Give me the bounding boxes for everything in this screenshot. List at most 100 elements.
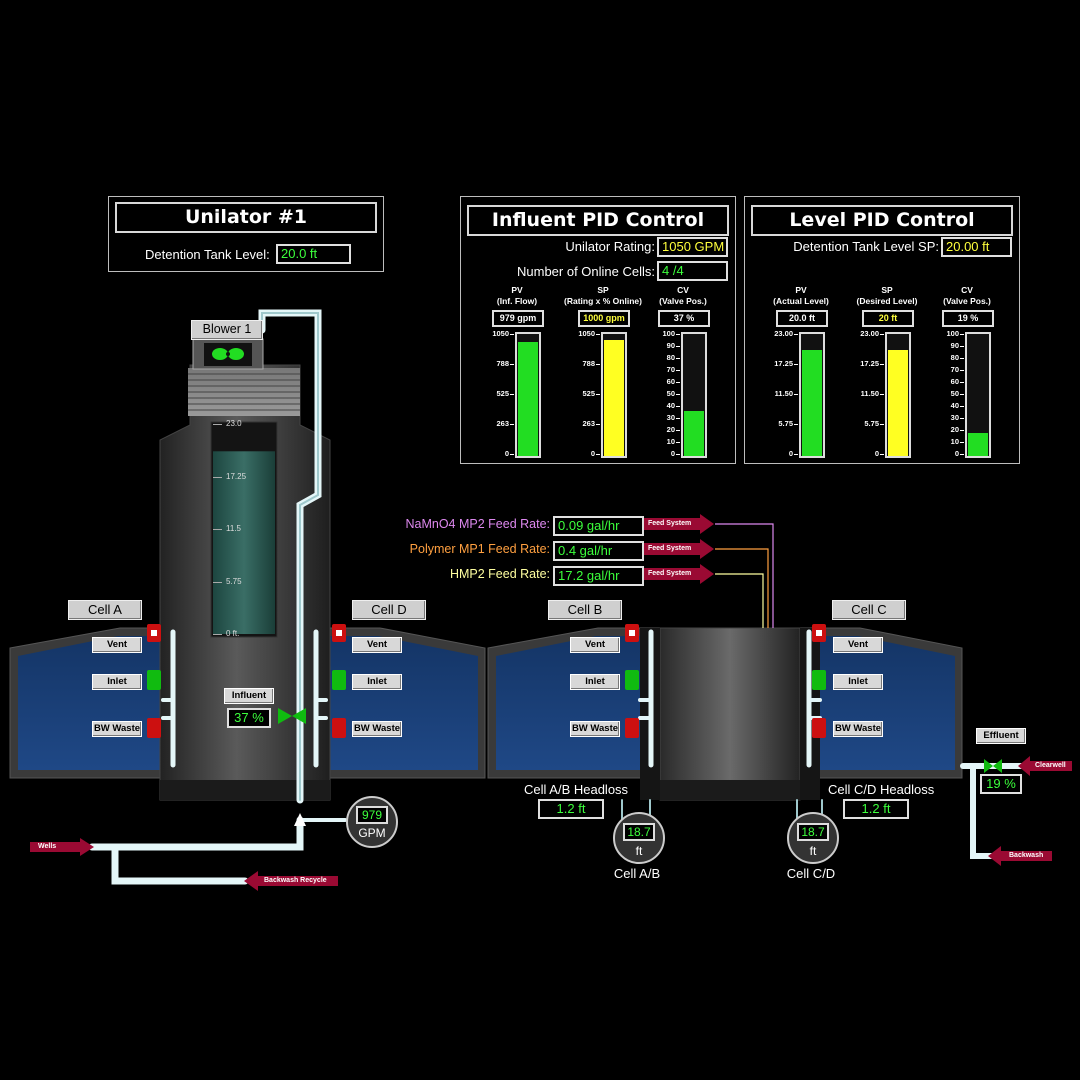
bar-tick-label: 11.50 — [774, 389, 793, 398]
bar-tick — [510, 394, 514, 395]
bar-tick — [880, 364, 884, 365]
bar-subheader-2: (Valve Pos.) — [659, 296, 707, 306]
feed-lines — [715, 523, 774, 628]
tank-scale-tick — [213, 424, 222, 425]
feed-system-tag-1[interactable]: Feed System — [648, 545, 692, 552]
cell-d-inlet-button[interactable]: Inlet — [352, 674, 402, 690]
right-basin — [487, 627, 963, 801]
feed-rate-label-2: HMP2 Feed Rate: — [449, 567, 550, 581]
bar-tick-label: 1050 — [492, 329, 509, 338]
bar-tick-label: 50 — [950, 389, 959, 398]
bar-value-2: 19 % — [942, 310, 994, 327]
feed-rate-value-1: 0.4 gal/hr — [553, 541, 644, 561]
influent-button[interactable]: Influent — [224, 688, 274, 704]
bar-tick-label: 100 — [946, 329, 959, 338]
bar-tick — [676, 454, 680, 455]
bar-tick — [510, 334, 514, 335]
bar-track-0 — [515, 332, 541, 458]
bar-tick — [960, 346, 964, 347]
cell-a-inlet-button[interactable]: Inlet — [92, 674, 142, 690]
bar-tick-label: 0 — [504, 449, 509, 458]
bar-tick — [794, 424, 798, 425]
level-pid-title: Level PID Control — [751, 205, 1013, 236]
bar-tick-label: 5.75 — [778, 419, 793, 428]
bar-tick — [880, 424, 884, 425]
tank-scale-tick — [213, 476, 222, 478]
bar-value-1: 1000 gpm — [578, 310, 630, 327]
cell-c-button[interactable]: Cell C — [832, 600, 906, 620]
cell-level-value-0: 18.7 — [623, 823, 655, 841]
cell-level-label-0: Cell A/B — [613, 866, 661, 881]
cell-b-button[interactable]: Cell B — [548, 600, 622, 620]
bar-tick — [676, 406, 680, 407]
cell-b-inlet-button[interactable]: Inlet — [570, 674, 620, 690]
cell-d-bw-waste-button[interactable]: BW Waste — [352, 721, 402, 737]
bar-tick — [960, 442, 964, 443]
bar-subheader-0: (Actual Level) — [773, 296, 829, 306]
unilator-rating-label: Unilator Rating: — [565, 239, 655, 254]
bar-tick — [676, 334, 680, 335]
level-pid-panel: Level PID Control Detention Tank Level S… — [744, 196, 1020, 464]
fan-icon — [212, 348, 244, 360]
bar-tick-label: 17.25 — [774, 359, 793, 368]
cell-c-bw-waste-button[interactable]: BW Waste — [833, 721, 883, 737]
bar-tick — [676, 430, 680, 431]
cell-ab-headloss-value: 1.2 ft — [538, 799, 604, 819]
bar-fill-1 — [604, 339, 624, 456]
detention-tank-level-sp-value: 20.00 ft — [941, 237, 1012, 257]
bar-tick — [880, 454, 884, 455]
unilator-panel: Unilator #1 Detention Tank Level: 20.0 f… — [108, 196, 384, 272]
cell-c-inlet-button[interactable]: Inlet — [833, 674, 883, 690]
bar-tick — [676, 382, 680, 383]
tank-scale-label: 0 ft. — [226, 629, 240, 638]
bar-tick-label: 0 — [954, 449, 959, 458]
bar-tick — [960, 370, 964, 371]
feed-rate-label-0: NaMnO4 MP2 Feed Rate: — [405, 517, 550, 531]
cell-a-bw-waste-button[interactable]: BW Waste — [92, 721, 142, 737]
bar-tick-label: 60 — [666, 377, 675, 386]
bar-track-1 — [601, 332, 627, 458]
bar-tick-label: 100 — [662, 329, 675, 338]
bar-tick-label: 20 — [950, 425, 959, 434]
cell-level-label-1: Cell C/D — [786, 866, 836, 881]
bar-tick — [960, 394, 964, 395]
cell-a-vent-button[interactable]: Vent — [92, 637, 142, 653]
feed-rate-value-0: 0.09 gal/hr — [553, 516, 644, 536]
bar-tick-label: 525 — [582, 389, 595, 398]
cell-b-vent-button[interactable]: Vent — [570, 637, 620, 653]
bar-fill-1 — [888, 349, 908, 456]
bar-header-0: PV — [511, 285, 523, 295]
bar-tick-label: 17.25 — [860, 359, 879, 368]
bar-fill-2 — [684, 410, 704, 456]
wells-tag: Wells — [38, 843, 57, 850]
bar-track-0 — [799, 332, 825, 458]
bar-fill-0 — [802, 349, 822, 456]
bar-tick — [676, 418, 680, 419]
bar-header-2: CV — [677, 285, 689, 295]
cell-d-vent-button[interactable]: Vent — [352, 637, 402, 653]
feed-system-tag-2[interactable]: Feed System — [648, 570, 692, 577]
bar-tick-label: 788 — [496, 359, 509, 368]
cell-d-button[interactable]: Cell D — [352, 600, 426, 620]
bar-tick — [960, 418, 964, 419]
bar-tick-label: 11.50 — [860, 389, 879, 398]
bar-header-0: PV — [795, 285, 807, 295]
cell-b-bw-waste-button[interactable]: BW Waste — [570, 721, 620, 737]
bar-header-1: SP — [597, 285, 609, 295]
bar-header-1: SP — [881, 285, 893, 295]
blower-1-button[interactable]: Blower 1 — [191, 320, 263, 340]
cell-a-button[interactable]: Cell A — [68, 600, 142, 620]
pipes — [88, 309, 1033, 885]
influent-flow-value: 979 — [356, 806, 388, 824]
valves — [147, 624, 1002, 826]
tank-scale-tick — [213, 529, 222, 530]
feed-rate-value-2: 17.2 gal/hr — [553, 566, 644, 586]
cell-c-vent-button[interactable]: Vent — [833, 637, 883, 653]
bar-subheader-1: (Desired Level) — [856, 296, 918, 306]
feed-system-tag-0[interactable]: Feed System — [648, 520, 692, 527]
bar-tick — [880, 334, 884, 335]
bar-tick — [596, 394, 600, 395]
effluent-button[interactable]: Effluent — [976, 728, 1026, 744]
